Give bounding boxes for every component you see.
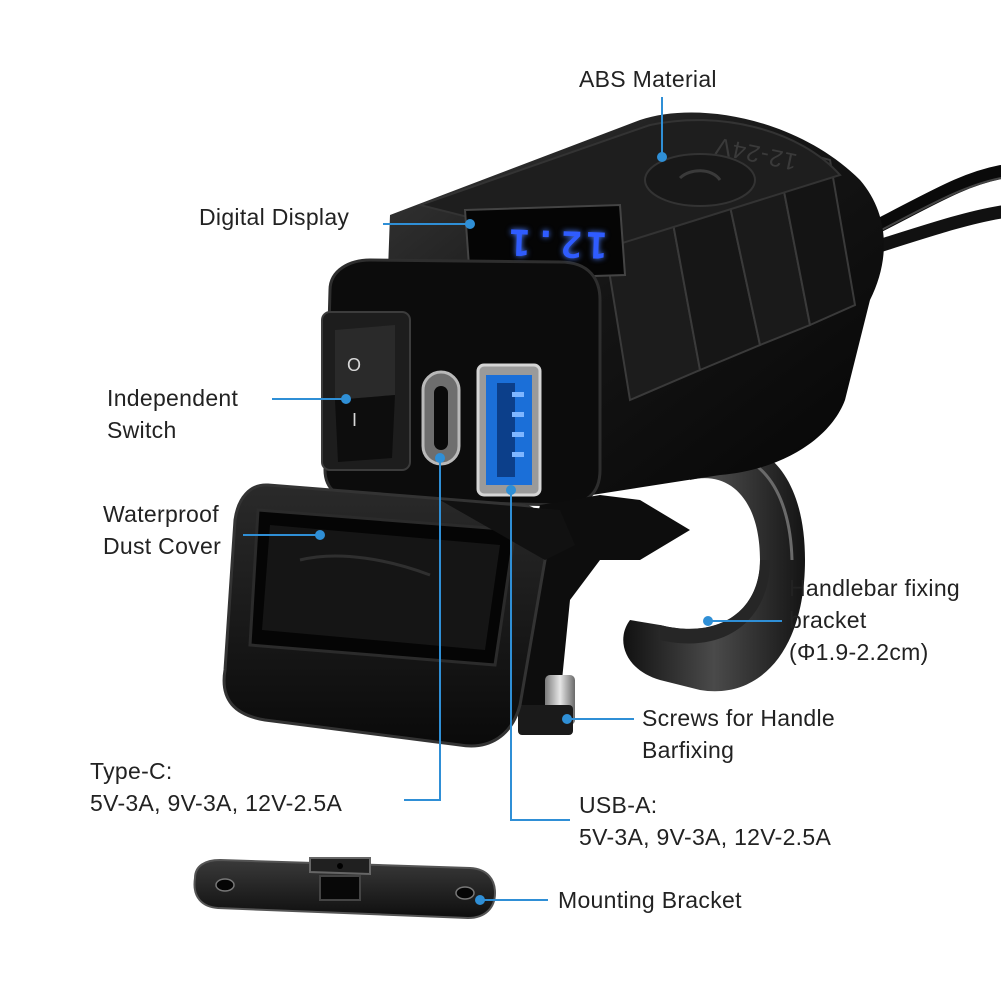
label-line: USB-A: [579,792,658,818]
leader-type-c [404,460,441,801]
label-line: Type-C: [90,758,173,784]
usb-a-port [476,363,542,497]
label-line: (Φ1.9-2.2cm) [789,639,929,665]
label-digital-display: Digital Display [199,204,350,230]
leader-usb-a [510,490,570,821]
independent-switch [321,311,411,471]
label-waterproof-cover: Waterproof Dust Cover [103,498,221,562]
leader-dots [315,152,713,905]
label-line: 5V-3A, 9V-3A, 12V-2.5A [579,824,832,850]
label-usb-a: USB-A: 5V-3A, 9V-3A, 12V-2.5A [579,789,831,853]
waterproof-dust-cover [222,483,575,748]
label-mounting-bracket: Mounting Bracket [558,887,742,913]
label-handlebar-bracket: Handlebar fixing bracket (Φ1.9-2.2cm) [789,572,960,668]
usb-c-port [421,370,461,466]
mounting-bracket [193,857,497,920]
handlebar-bracket-lip [660,560,770,644]
label-type-c: Type-C: 5V-3A, 9V-3A, 12V-2.5A [90,755,342,819]
label-screws: Screws for Handle Barfixing [642,702,835,766]
switch-off-symbol: O [347,355,362,375]
label-line: Screws for Handle [642,705,836,731]
label-line: Dust Cover [103,533,222,559]
label-line: Barfixing [642,737,735,763]
label-line: Switch [107,417,177,443]
label-line: Independent [107,385,239,411]
label-abs-material: ABS Material [579,66,717,92]
switch-on-symbol: I [352,410,358,430]
display-reading: 12.1 [504,220,609,265]
label-line: Handlebar fixing [789,575,961,601]
label-line: Waterproof [103,501,219,527]
label-independent-switch: Independent Switch [107,382,238,446]
leader-lines [243,97,782,901]
label-line: 5V-3A, 9V-3A, 12V-2.5A [90,790,343,816]
label-line: bracket [789,607,867,633]
